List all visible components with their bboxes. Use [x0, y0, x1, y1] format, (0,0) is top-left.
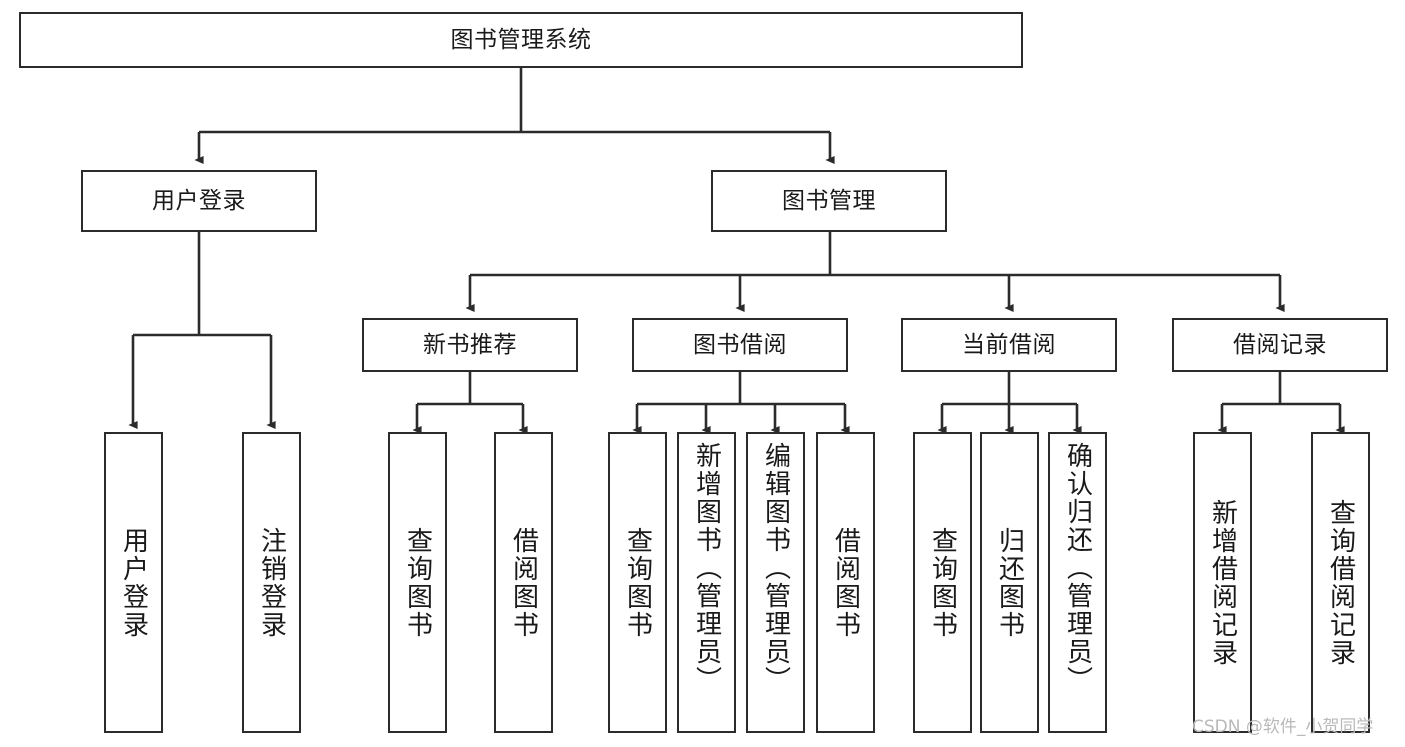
leaf-book-borrow-query-book[interactable]: 查询图书 — [608, 432, 667, 733]
leaf-borrow-record-query-record[interactable]: 查询借阅记录 — [1311, 432, 1370, 733]
node-label: 查询图书 — [927, 526, 958, 639]
leaf-book-borrow-edit-book[interactable]: 编辑图书（管理员） — [746, 432, 805, 733]
node-new-book-recommend[interactable]: 新书推荐 — [362, 318, 578, 372]
node-user-login[interactable]: 用户登录 — [81, 170, 317, 232]
leaf-user-login-login[interactable]: 用户登录 — [104, 432, 163, 733]
node-label: 确认归还（管理员） — [1062, 442, 1093, 694]
node-label: 新增借阅记录 — [1207, 498, 1238, 667]
leaf-borrow-record-add-record[interactable]: 新增借阅记录 — [1193, 432, 1252, 733]
node-book-management-system[interactable]: 图书管理系统 — [19, 12, 1023, 68]
node-label: 图书管理 — [782, 187, 876, 214]
leaf-new-book-query-book[interactable]: 查询图书 — [388, 432, 447, 733]
node-label: 图书借阅 — [693, 331, 787, 358]
node-label: 当前借阅 — [962, 331, 1056, 358]
node-label: 查询借阅记录 — [1325, 498, 1356, 667]
node-current-borrow[interactable]: 当前借阅 — [901, 318, 1117, 372]
leaf-current-borrow-query-book[interactable]: 查询图书 — [913, 432, 972, 733]
node-label: 归还图书 — [994, 526, 1025, 639]
node-book-borrow[interactable]: 图书借阅 — [632, 318, 848, 372]
node-label: 用户登录 — [152, 187, 246, 214]
csdn-watermark: CSDN @软件_小贺同学 — [1192, 717, 1374, 737]
node-label: 借阅记录 — [1233, 331, 1327, 358]
node-label: 注销登录 — [256, 526, 287, 639]
node-borrow-record[interactable]: 借阅记录 — [1172, 318, 1388, 372]
node-book-management[interactable]: 图书管理 — [711, 170, 947, 232]
node-label: 查询图书 — [622, 526, 653, 639]
node-label: 借阅图书 — [830, 526, 861, 639]
leaf-book-borrow-add-book[interactable]: 新增图书（管理员） — [677, 432, 736, 733]
node-label: 新增图书（管理员） — [691, 442, 722, 694]
node-label: 图书管理系统 — [450, 26, 592, 53]
node-label: 借阅图书 — [508, 526, 539, 639]
node-label: 新书推荐 — [423, 331, 517, 358]
leaf-new-book-borrow-book[interactable]: 借阅图书 — [494, 432, 553, 733]
leaf-book-borrow-borrow-book[interactable]: 借阅图书 — [816, 432, 875, 733]
leaf-current-borrow-confirm-return[interactable]: 确认归还（管理员） — [1048, 432, 1107, 733]
leaf-current-borrow-return-book[interactable]: 归还图书 — [980, 432, 1039, 733]
node-label: 查询图书 — [402, 526, 433, 639]
leaf-user-login-logout[interactable]: 注销登录 — [242, 432, 301, 733]
node-label: 编辑图书（管理员） — [760, 442, 791, 694]
node-label: 用户登录 — [118, 526, 149, 639]
